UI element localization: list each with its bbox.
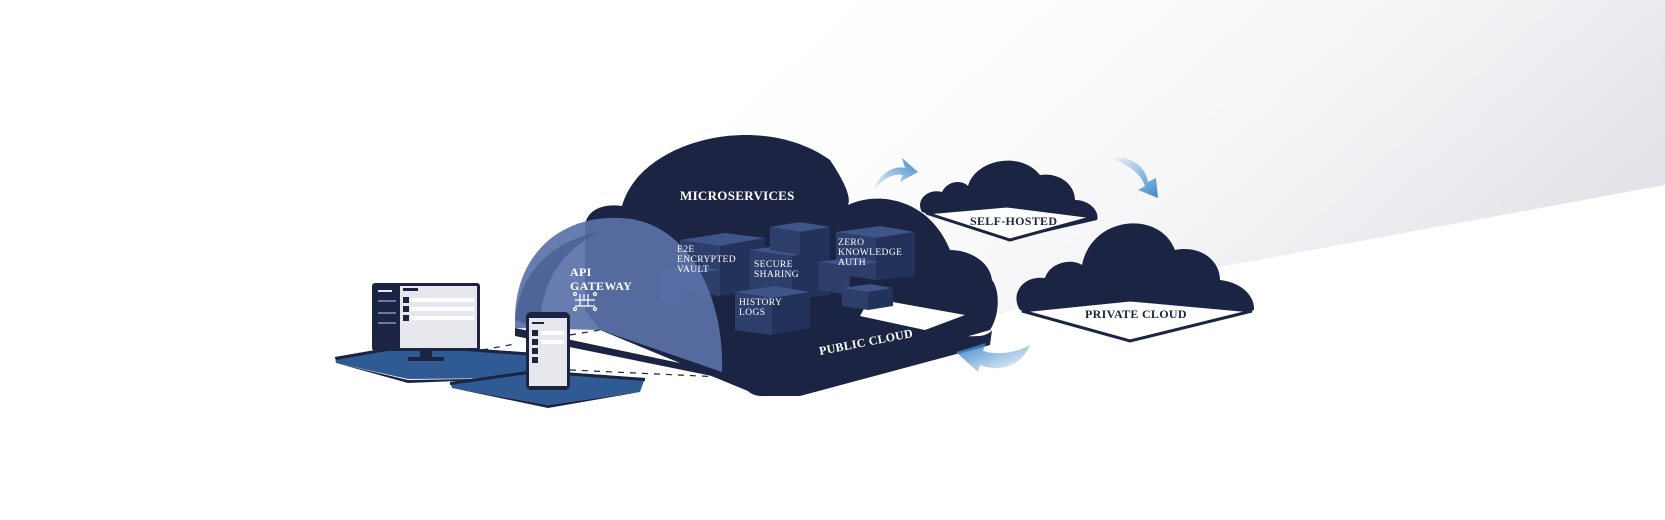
self-hosted-label: SELF-HOSTED <box>970 214 1057 228</box>
auth-label-line2: KNOWLEDGE <box>838 248 902 258</box>
self-hosted-cloud: SELF-HOSTED <box>920 160 1098 242</box>
arrow-to-private-cloud <box>1110 157 1158 198</box>
sharing-label-line2: SHARING <box>754 270 799 280</box>
circuit-icon <box>572 291 598 312</box>
microservices-label: MICROSERVICES <box>680 188 795 203</box>
public-cloud-front <box>743 321 992 396</box>
vault-label-line1: E2E <box>677 245 695 255</box>
vault-label-line2: ENCRYPTED <box>677 255 736 265</box>
mobile-phone <box>526 312 570 390</box>
sharing-label-line1: SECURE <box>754 260 793 270</box>
vault-label-line3: VAULT <box>677 265 709 275</box>
auth-label-line1: ZERO <box>838 238 864 248</box>
private-cloud-label: PRIVATE CLOUD <box>1085 307 1187 321</box>
logs-label-line2: LOGS <box>739 308 765 318</box>
desktop-monitor <box>372 283 480 361</box>
auth-label-line3: AUTH <box>838 258 866 268</box>
connection-lines <box>481 329 723 378</box>
logs-label-line1: HISTORY <box>739 298 782 308</box>
arrow-to-self-hosted <box>872 158 918 192</box>
api-gateway-label-line2: GATEWAY <box>570 279 632 293</box>
private-cloud: PRIVATE CLOUD <box>1016 223 1255 343</box>
api-gateway-label-line1: API <box>570 265 592 279</box>
arrow-to-public-cloud <box>956 343 1030 372</box>
cycle-arrows <box>872 157 1158 372</box>
